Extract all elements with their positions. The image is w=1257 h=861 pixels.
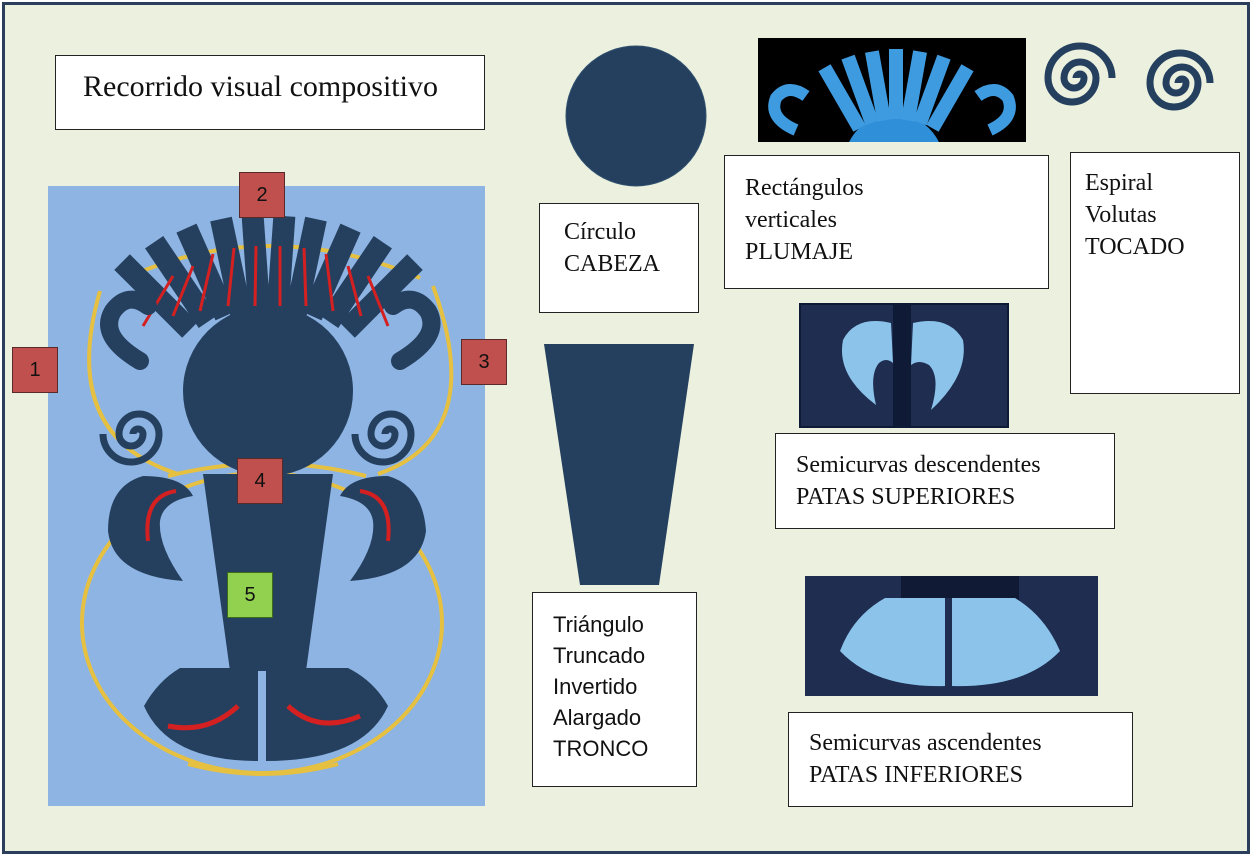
spiral-label-box: Espiral Volutas TOCADO [1070, 152, 1240, 394]
trapezoid-shape [542, 342, 697, 587]
plumage-photo [758, 38, 1026, 142]
marker-1: 1 [12, 347, 58, 393]
upper-legs-label: Semicurvas descendentes PATAS SUPERIORES [796, 449, 1114, 513]
circle-label: Círculo CABEZA [564, 216, 698, 280]
page-title: Recorrido visual compositivo [83, 72, 484, 102]
plumage-label-box: Rectángulos verticales PLUMAJE [724, 155, 1049, 289]
title-box: Recorrido visual compositivo [55, 55, 485, 130]
upper-legs-photo [799, 303, 1009, 428]
spiral-icon-right [1142, 45, 1222, 120]
trapezoid-label: Triángulo Truncado Invertido Alargado TR… [553, 609, 696, 764]
marker-2: 2 [239, 172, 285, 218]
circle-shape [564, 44, 709, 189]
spiral-label: Espiral Volutas TOCADO [1085, 167, 1239, 263]
lower-legs-photo [805, 576, 1098, 696]
marker-5: 5 [227, 572, 273, 618]
trapezoid-label-box: Triángulo Truncado Invertido Alargado TR… [532, 592, 697, 787]
spiral-icon-left [1040, 40, 1120, 115]
lower-legs-label: Semicurvas ascendentes PATAS INFERIORES [809, 727, 1132, 791]
upper-legs-label-box: Semicurvas descendentes PATAS SUPERIORES [775, 433, 1115, 529]
marker-4: 4 [237, 458, 283, 504]
circle-label-box: Círculo CABEZA [539, 203, 699, 313]
plumage-label: Rectángulos verticales PLUMAJE [745, 172, 1048, 268]
lower-legs-label-box: Semicurvas ascendentes PATAS INFERIORES [788, 712, 1133, 807]
marker-3: 3 [461, 339, 507, 385]
